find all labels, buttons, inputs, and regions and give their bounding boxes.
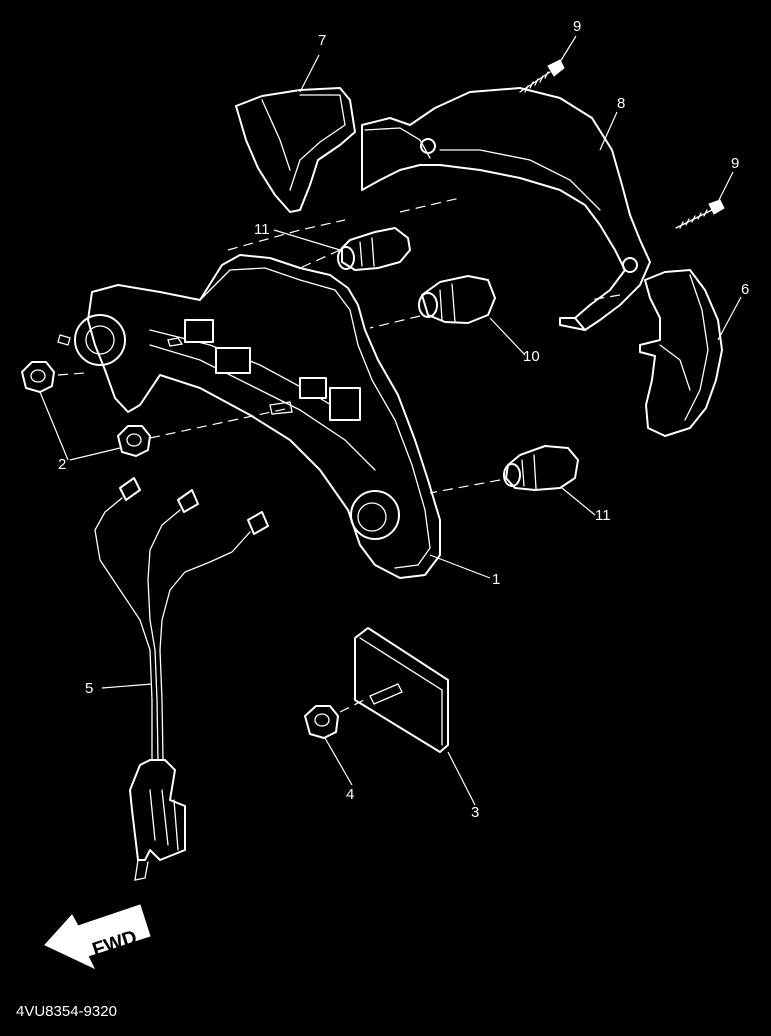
callout-labels: 7 9 8 9 11 6 10 2 11 1 5 4 3 [58,18,749,821]
part-9-screw-upper [519,59,565,93]
callout-4: 4 [346,786,354,803]
part-10-bulb [418,275,496,324]
part-4-nut [304,705,339,739]
part-7-side-cover [235,87,356,213]
part-5-wire-harness [94,477,269,881]
callout-11-lower: 11 [595,507,611,524]
part-11-bulb-upper [337,227,411,271]
callout-2: 2 [58,456,66,473]
part-6-side-cover [639,269,723,437]
callout-9-upper: 9 [573,18,581,35]
assembly-lines [57,197,621,713]
part-2-nut-lower [117,425,151,457]
callout-11-upper: 11 [254,221,270,238]
fwd-arrow: FWD [44,904,151,970]
part-1-taillight-housing [57,254,441,579]
callout-6: 6 [741,281,749,298]
callout-7: 7 [318,32,326,49]
callout-10: 10 [523,348,540,365]
part-9-screw-lower [675,199,725,229]
leader-lines [39,35,742,806]
part-code: 4VU8354-9320 [16,1003,117,1020]
part-3-reflector [354,627,449,753]
callout-1: 1 [492,571,500,588]
callout-5: 5 [85,680,93,697]
callout-3: 3 [471,804,479,821]
callout-9-lower: 9 [731,155,739,172]
part-11-bulb-lower [503,445,579,491]
part-2-nut-upper [21,361,55,393]
part-8-cover [361,87,651,331]
callout-8: 8 [617,95,625,112]
